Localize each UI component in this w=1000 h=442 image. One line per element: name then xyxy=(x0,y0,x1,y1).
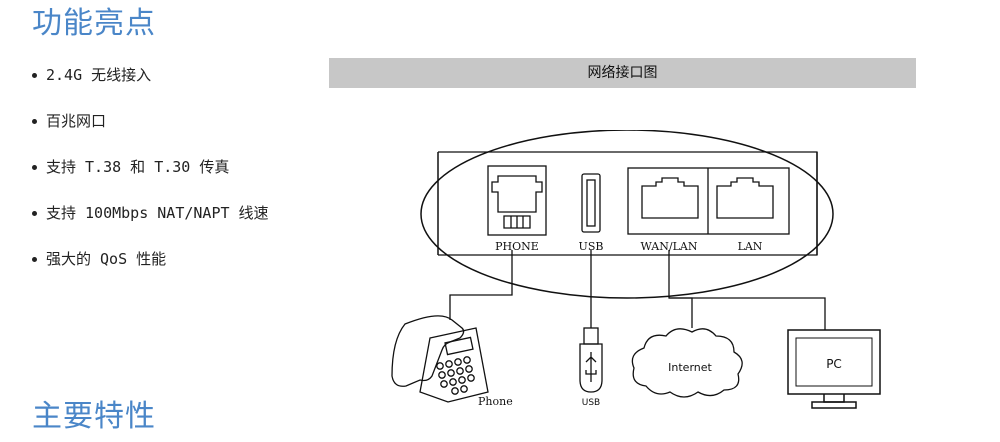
port-label-lan: LAN xyxy=(738,240,763,253)
feature-text: 支持 T.38 和 T.30 传真 xyxy=(46,158,230,176)
list-item: 2.4G 无线接入 xyxy=(30,64,269,110)
section-title-features: 功能亮点 xyxy=(32,6,156,41)
device-panel-outline xyxy=(420,130,834,299)
device-label-phone: Phone xyxy=(478,395,513,408)
network-interface-diagram: PHONE USB WAN/LAN LAN Pho xyxy=(391,130,881,409)
bullet-icon xyxy=(32,73,37,78)
pc-monitor-icon xyxy=(787,329,881,409)
lan-port-icon xyxy=(716,177,774,219)
section-title-main-features: 主要特性 xyxy=(32,399,156,434)
device-label-internet: Internet xyxy=(668,361,712,374)
feature-text: 2.4G 无线接入 xyxy=(46,66,152,84)
port-label-phone: PHONE xyxy=(495,240,539,253)
internet-cloud-icon xyxy=(631,328,743,398)
phone-port-icon xyxy=(487,165,547,236)
list-item: 百兆网口 xyxy=(30,110,269,156)
bullet-icon xyxy=(32,119,37,124)
bullet-icon xyxy=(32,165,37,170)
usb-port-icon xyxy=(581,173,601,233)
port-label-wan: WAN/LAN xyxy=(641,240,698,253)
list-item: 支持 100Mbps NAT/NAPT 线速 xyxy=(30,202,269,248)
feature-text: 支持 100Mbps NAT/NAPT 线速 xyxy=(46,204,269,222)
feature-list: 2.4G 无线接入 百兆网口 支持 T.38 和 T.30 传真 支持 100M… xyxy=(30,64,269,294)
device-label-pc: PC xyxy=(826,357,842,371)
feature-text: 百兆网口 xyxy=(46,112,107,130)
telephone-icon xyxy=(391,315,489,403)
bullet-icon xyxy=(32,257,37,262)
feature-text: 强大的 QoS 性能 xyxy=(46,250,167,268)
wan-port-icon xyxy=(641,177,699,219)
diagram-title-bar: 网络接口图 xyxy=(329,58,916,88)
cable-lines xyxy=(449,250,826,330)
port-label-usb: USB xyxy=(579,240,604,253)
list-item: 强大的 QoS 性能 xyxy=(30,248,269,294)
bullet-icon xyxy=(32,211,37,216)
usb-stick-icon xyxy=(579,327,603,393)
device-label-usb: USB xyxy=(582,398,600,408)
list-item: 支持 T.38 和 T.30 传真 xyxy=(30,156,269,202)
